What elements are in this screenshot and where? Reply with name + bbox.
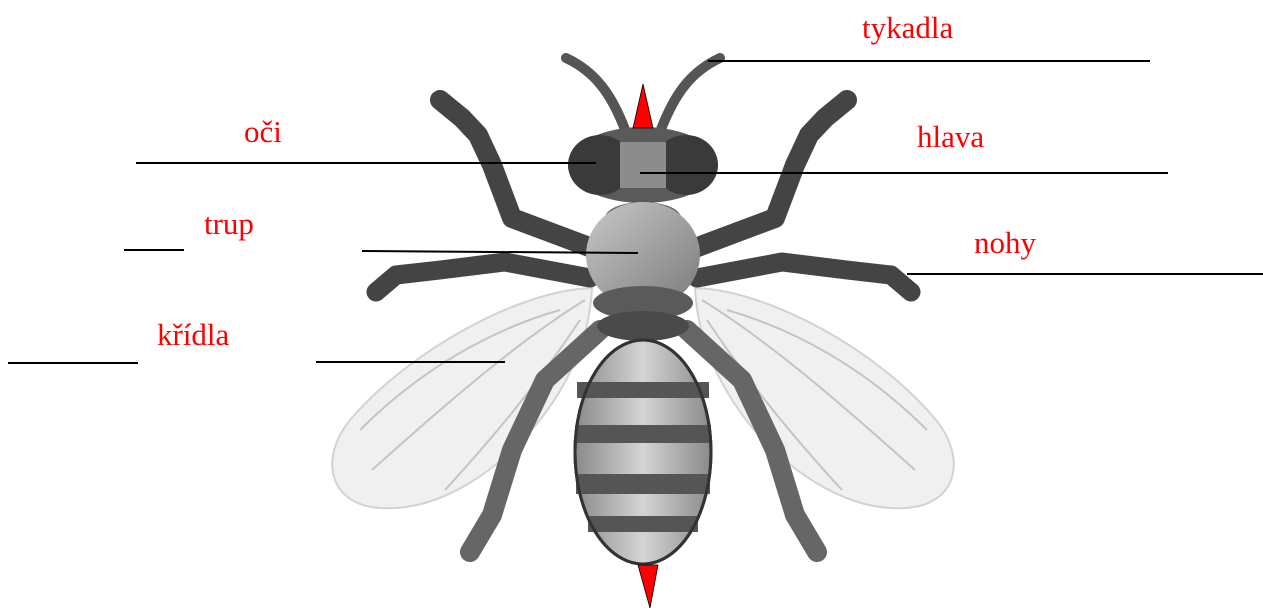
label-kridla: křídla — [157, 319, 229, 350]
middle-left-leg — [376, 262, 590, 292]
head — [568, 127, 718, 203]
face-highlight — [620, 142, 666, 188]
left-antenna — [566, 58, 626, 132]
label-hlava: hlava — [917, 121, 984, 152]
label-oci: oči — [244, 116, 282, 147]
front-left-leg — [440, 100, 592, 248]
middle-right-leg — [697, 262, 911, 292]
abdomen — [575, 340, 711, 564]
label-nohy: nohy — [974, 227, 1036, 258]
right-antenna — [660, 58, 720, 132]
abdomen-stripe-4 — [588, 516, 698, 532]
label-trup: trup — [204, 208, 254, 239]
thorax — [586, 202, 700, 341]
abdomen-stripe-2 — [575, 425, 711, 443]
thorax-segment-2 — [597, 311, 689, 341]
abdomen-stripe-3 — [576, 474, 710, 494]
bottom-arrow — [638, 565, 658, 608]
label-tykadla: tykadla — [862, 12, 953, 43]
top-arrow — [633, 84, 653, 128]
abdomen-stripe-1 — [577, 382, 709, 398]
